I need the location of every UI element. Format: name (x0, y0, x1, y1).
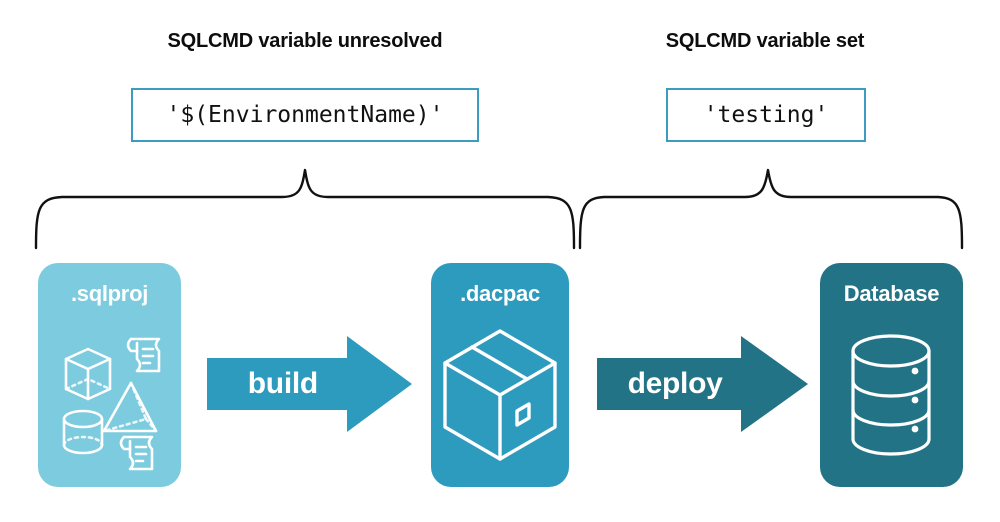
stage-label-dacpac: .dacpac (460, 281, 540, 306)
arrow-shape-deploy (597, 336, 808, 432)
script-scroll-icon (126, 337, 161, 373)
arrow-shape-build (207, 336, 412, 432)
script-scroll-icon (119, 435, 154, 471)
brace-right-curve (578, 168, 964, 250)
stage-box-dacpac: .dacpac (431, 263, 569, 487)
caption-sqlcmd-variable-unresolved: SQLCMD variable unresolved (167, 30, 443, 52)
stage-label-sqlproj: .sqlproj (70, 281, 149, 306)
project-shapes-icon (38, 315, 181, 479)
caption-sqlcmd-variable-set: SQLCMD variable set (665, 30, 865, 52)
cube-shape-icon (64, 347, 112, 401)
code-value-box-unresolved: '$(EnvironmentName)' (131, 88, 479, 142)
package-box-icon (431, 315, 569, 479)
stage-box-sqlproj: .sqlproj (38, 263, 181, 487)
brace-left-curve (34, 168, 576, 250)
cylinder-shape-icon (62, 409, 104, 455)
stage-box-database: Database (820, 263, 963, 487)
stage-label-database: Database (843, 281, 940, 306)
arrow-build: build (207, 334, 412, 434)
brace-connectors (34, 168, 964, 250)
database-cylinder-icon (820, 315, 963, 479)
pyramid-shape-icon (102, 381, 158, 433)
arrow-deploy: deploy (597, 334, 808, 434)
code-value-box-set: 'testing' (666, 88, 866, 142)
